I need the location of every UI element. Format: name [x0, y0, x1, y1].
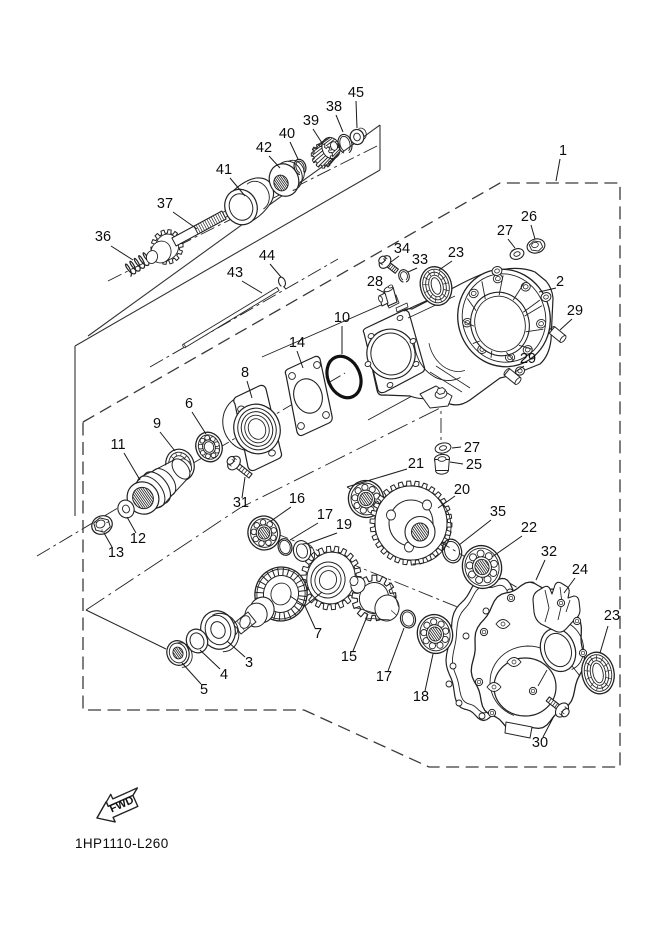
svg-text:6: 6 [185, 396, 193, 412]
svg-text:43: 43 [227, 265, 243, 281]
svg-text:27: 27 [497, 223, 513, 239]
svg-text:39: 39 [303, 113, 319, 129]
svg-text:17: 17 [376, 669, 392, 685]
svg-text:22: 22 [521, 520, 537, 536]
svg-text:24: 24 [572, 562, 588, 578]
svg-text:31: 31 [233, 495, 249, 511]
svg-text:45: 45 [348, 85, 364, 101]
svg-text:26: 26 [521, 209, 537, 225]
svg-text:16: 16 [289, 491, 305, 507]
svg-text:17: 17 [317, 507, 333, 523]
svg-text:1: 1 [559, 143, 567, 159]
svg-text:33: 33 [412, 252, 428, 268]
svg-text:32: 32 [541, 544, 557, 560]
svg-text:4: 4 [220, 667, 228, 683]
svg-text:25: 25 [466, 457, 482, 473]
svg-text:15: 15 [341, 649, 357, 665]
svg-text:29: 29 [520, 351, 536, 367]
svg-text:1HP1110-L260: 1HP1110-L260 [75, 836, 169, 851]
svg-text:37: 37 [157, 196, 173, 212]
svg-text:9: 9 [153, 416, 161, 432]
svg-text:29: 29 [567, 303, 583, 319]
svg-text:21: 21 [408, 456, 424, 472]
svg-text:11: 11 [110, 437, 125, 453]
svg-text:28: 28 [367, 274, 383, 290]
svg-text:8: 8 [241, 365, 249, 381]
svg-text:14: 14 [289, 335, 305, 351]
svg-text:7: 7 [314, 626, 322, 642]
svg-text:44: 44 [259, 248, 275, 264]
svg-text:23: 23 [604, 608, 620, 624]
svg-text:10: 10 [334, 310, 350, 326]
svg-text:35: 35 [490, 504, 506, 520]
svg-text:30: 30 [532, 735, 548, 751]
svg-text:13: 13 [108, 545, 124, 561]
svg-text:5: 5 [200, 682, 208, 698]
svg-text:18: 18 [413, 689, 429, 705]
svg-text:2: 2 [556, 274, 564, 290]
svg-text:40: 40 [279, 126, 295, 142]
svg-text:19: 19 [336, 517, 352, 533]
svg-text:38: 38 [326, 99, 342, 115]
svg-text:34: 34 [394, 241, 410, 257]
svg-text:12: 12 [130, 531, 146, 547]
svg-text:23: 23 [448, 245, 464, 261]
svg-text:27: 27 [464, 440, 480, 456]
svg-text:42: 42 [256, 140, 272, 156]
svg-text:3: 3 [245, 655, 253, 671]
svg-text:36: 36 [95, 229, 111, 245]
svg-text:41: 41 [216, 162, 232, 178]
svg-text:20: 20 [454, 482, 470, 498]
